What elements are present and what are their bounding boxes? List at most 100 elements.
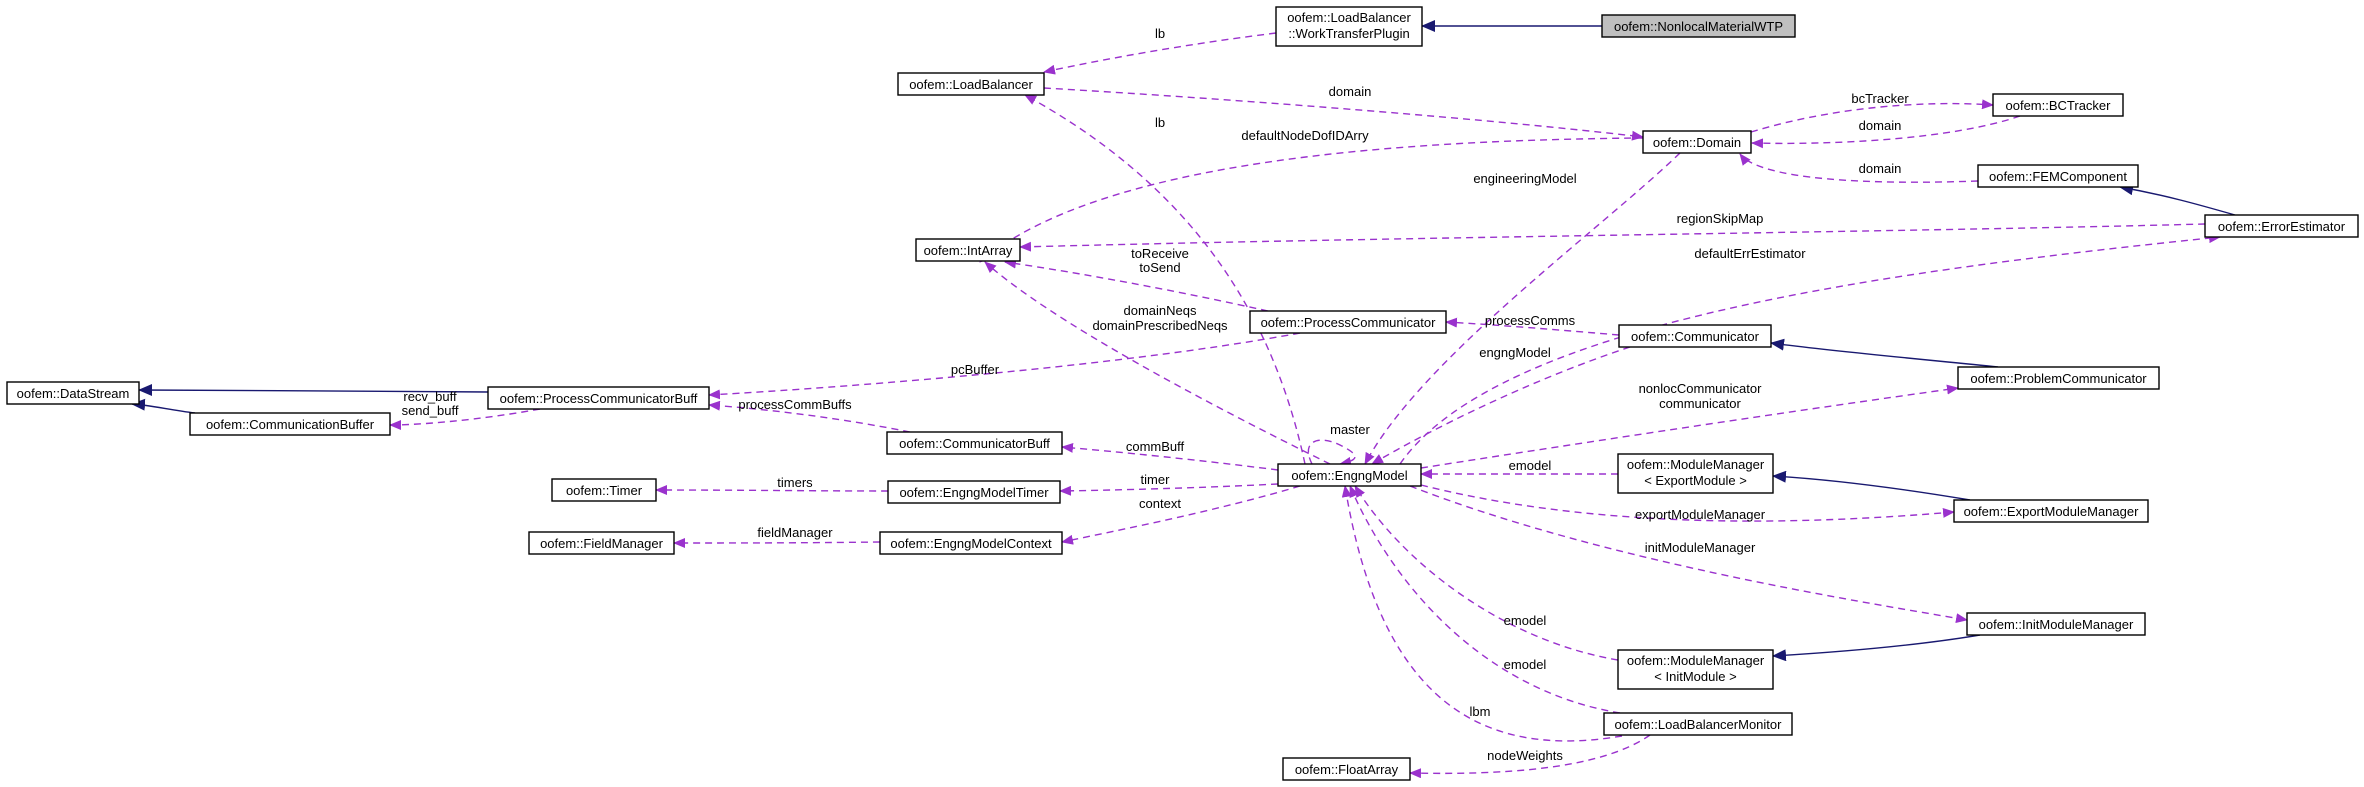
class-node-engng-model-context[interactable]: oofem::EngngModelContext: [879, 531, 1063, 555]
edge-label-e-timer: timer: [1141, 472, 1171, 487]
edge-label-e-engngmodel: engngModel: [1479, 345, 1551, 360]
class-node-bctracker[interactable]: oofem::BCTracker: [1992, 93, 2124, 117]
association-edge-e-bctracker: [1750, 99, 1994, 133]
class-node-export-module-manager[interactable]: oofem::ExportModuleManager: [1953, 499, 2149, 523]
inheritance-edge-inh-probcomm: [1770, 338, 1999, 368]
association-edge-e-proccomms: [1445, 317, 1620, 336]
edge-label-e-regionskip: regionSkipMap: [1677, 211, 1764, 226]
class-node-label: oofem::ProcessCommunicator: [1261, 315, 1437, 330]
class-node-label: oofem::FEMComponent: [1989, 169, 2127, 184]
association-edge-e-nodeweights: [1409, 734, 1651, 779]
class-node-communicator[interactable]: oofem::Communicator: [1618, 324, 1772, 348]
class-node-module-manager-export[interactable]: oofem::ModuleManager< ExportModule >: [1617, 453, 1774, 494]
class-node-label: oofem::FloatArray: [1295, 762, 1399, 777]
association-edge-e-initmm: [1409, 485, 1968, 624]
class-node-communication-buffer[interactable]: oofem::CommunicationBuffer: [189, 412, 391, 436]
class-node-box: [1617, 649, 1774, 690]
class-node-label: oofem::LoadBalancer: [909, 77, 1033, 92]
association-edge-e-pcbuffer: [708, 332, 1301, 400]
edge-label-e-domneqs-line-0: domainNeqs: [1124, 303, 1197, 318]
class-node-data-stream[interactable]: oofem::DataStream: [6, 381, 140, 405]
association-edge-e-lb-em: [1024, 94, 1306, 465]
class-node-float-array[interactable]: oofem::FloatArray: [1282, 757, 1411, 781]
class-node-init-module-manager[interactable]: oofem::InitModuleManager: [1966, 612, 2146, 636]
class-node-engng-model[interactable]: oofem::EngngModel: [1277, 463, 1422, 487]
association-edge-e-deferr: [1399, 233, 2221, 465]
class-node-load-balancer[interactable]: oofem::LoadBalancer: [897, 72, 1045, 96]
class-node-label: oofem::IntArray: [924, 243, 1013, 258]
class-node-box: [487, 386, 710, 410]
edge-label-e-nodeweights: nodeWeights: [1487, 748, 1563, 763]
edge-label-e-femc-domain: domain: [1859, 161, 1902, 176]
association-edge-e-lbm: [1341, 485, 1623, 742]
edge-label-e-expmm: exportModuleManager: [1635, 507, 1766, 522]
edge-label-e-pcbuffer: pcBuffer: [951, 362, 1000, 377]
edge-label-e-commbuff: commBuff: [1126, 439, 1185, 454]
inheritance-edge-inh-emm: [1772, 470, 1971, 501]
inheritance-edge-inh-pcb-ds: [138, 384, 489, 397]
association-edge-e-femc-domain: [1739, 153, 1979, 183]
class-node-box: [2204, 214, 2359, 238]
class-node-box: [1957, 366, 2160, 390]
class-node-box: [1966, 612, 2146, 636]
association-edge-e-engmodel: [1364, 152, 1681, 465]
association-edge-e-nonloc: [1420, 384, 1959, 469]
class-node-communicator-buff[interactable]: oofem::CommunicatorBuff: [886, 431, 1063, 455]
association-edge-e-lb: [1043, 32, 1277, 75]
association-edge-e-regionskip: [1019, 223, 2206, 252]
class-node-label: oofem::EngngModel: [1291, 468, 1407, 483]
edge-label-e-bctracker: bcTracker: [1851, 91, 1909, 106]
class-node-load-balancer-monitor[interactable]: oofem::LoadBalancerMonitor: [1603, 712, 1793, 736]
class-node-module-manager-init[interactable]: oofem::ModuleManager< InitModule >: [1617, 649, 1774, 690]
edge-label-e-emodel-exp: emodel: [1509, 458, 1552, 473]
association-edge-e-torecv: [1004, 258, 1269, 312]
edge-label-e-torecv-line-0: toReceive: [1131, 246, 1189, 261]
class-node-label: oofem::Domain: [1653, 135, 1741, 150]
association-edge-e-master: [1307, 439, 1356, 467]
class-node-engng-model-timer[interactable]: oofem::EngngModelTimer: [887, 480, 1061, 504]
edge-label-e-nonloc-line-1: communicator: [1659, 396, 1741, 411]
edge-label-e-torecv-line-1: toSend: [1139, 260, 1180, 275]
class-node-field-manager[interactable]: oofem::FieldManager: [528, 531, 675, 555]
class-node-box: [528, 531, 675, 555]
class-node-label: oofem::EngngModelTimer: [899, 485, 1049, 500]
class-node-label-line: ::WorkTransferPlugin: [1288, 26, 1409, 41]
association-edge-e-emodel-lbm: [1349, 485, 1621, 714]
class-node-label: oofem::BCTracker: [2006, 98, 2112, 113]
association-edge-e-engngmodel: [1371, 346, 1631, 465]
edge-label-e-lb: lb: [1155, 26, 1165, 41]
class-node-int-array[interactable]: oofem::IntArray: [915, 238, 1021, 262]
class-node-label-line: < InitModule >: [1654, 669, 1736, 684]
class-node-label: oofem::Timer: [566, 483, 643, 498]
class-node-femcomponent[interactable]: oofem::FEMComponent: [1977, 164, 2139, 188]
class-node-timer[interactable]: oofem::Timer: [551, 478, 657, 502]
class-node-box: [551, 478, 657, 502]
edge-label-e-nonloc-line-0: nonlocCommunicator: [1639, 381, 1763, 396]
class-node-nonlocal-material-wtp[interactable]: oofem::NonlocalMaterialWTP: [1601, 14, 1796, 38]
class-node-process-communicator[interactable]: oofem::ProcessCommunicator: [1249, 310, 1447, 334]
association-edge-e-defaultnode: [979, 137, 1644, 263]
edge-label-e-fieldmgr: fieldManager: [757, 525, 833, 540]
edge-label-e-deferr: defaultErrEstimator: [1694, 246, 1806, 261]
association-edge-e-fieldmgr: [673, 537, 881, 548]
inheritance-edge-inh-cb-ds: [131, 398, 196, 414]
class-node-label: oofem::EngngModelContext: [890, 536, 1052, 551]
class-node-process-communicator-buff[interactable]: oofem::ProcessCommunicatorBuff: [487, 386, 710, 410]
edge-label-e-engmodel: engineeringModel: [1473, 171, 1576, 186]
class-node-box: [887, 480, 1061, 504]
edge-label-e-proccomms: processComms: [1485, 313, 1576, 328]
class-node-box: [1617, 453, 1774, 494]
class-node-work-transfer-plugin[interactable]: oofem::LoadBalancer::WorkTransferPlugin: [1275, 6, 1423, 47]
class-node-domain[interactable]: oofem::Domain: [1642, 130, 1752, 154]
class-node-box: [879, 531, 1063, 555]
class-node-label-line: < ExportModule >: [1644, 473, 1747, 488]
class-node-box: [1277, 463, 1422, 487]
edge-label-e-lbm: lbm: [1470, 704, 1491, 719]
edge-label-e-bct-domain: domain: [1859, 118, 1902, 133]
class-node-box: [1953, 499, 2149, 523]
class-node-problem-communicator[interactable]: oofem::ProblemCommunicator: [1957, 366, 2160, 390]
edge-label-e-lb-em: lb: [1155, 115, 1165, 130]
class-node-label: oofem::ErrorEstimator: [2218, 219, 2346, 234]
class-node-error-estimator[interactable]: oofem::ErrorEstimator: [2204, 214, 2359, 238]
